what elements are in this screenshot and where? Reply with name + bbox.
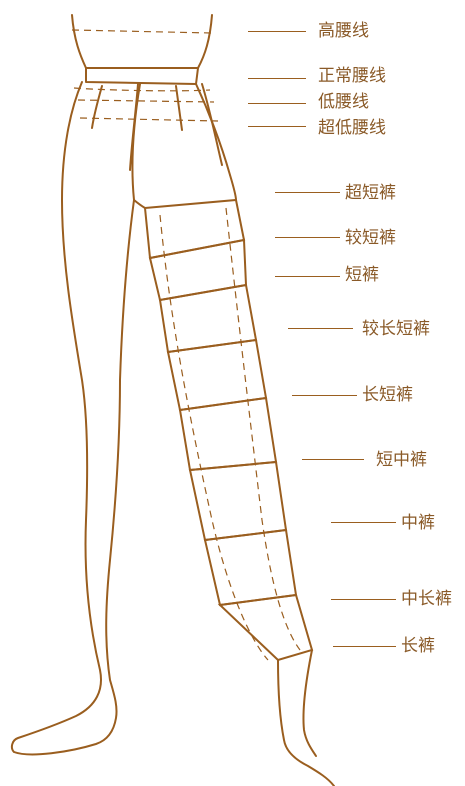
- hem-guide-dash: [225, 207, 301, 651]
- label-low-waist: 低腰线: [318, 92, 369, 112]
- waist-level-dash: [77, 99, 215, 103]
- label-bermuda: 长短裤: [362, 385, 413, 405]
- hem-band: [217, 593, 314, 662]
- leader-line: [302, 459, 364, 460]
- torso-outline: [197, 14, 213, 69]
- leader-line: [331, 599, 396, 600]
- foot-outline: [277, 659, 335, 786]
- leader-line: [248, 103, 306, 104]
- waist-level-dash: [73, 87, 211, 92]
- hem-band: [188, 460, 288, 542]
- leader-line: [248, 31, 306, 32]
- label-natural-waist: 正常腰线: [318, 66, 386, 86]
- label-shorts: 短裤: [345, 265, 379, 285]
- waist-level-dash: [79, 117, 219, 122]
- seam-line: [175, 85, 183, 131]
- leader-line: [248, 78, 306, 79]
- waist-level-dash: [71, 29, 213, 34]
- hem-band: [178, 396, 278, 472]
- label-capri: 中裤: [401, 513, 435, 533]
- hem-band: [229, 174, 237, 201]
- torso-outline: [71, 14, 87, 69]
- seam-line: [129, 83, 139, 171]
- waistband: [85, 67, 199, 85]
- leader-line: [288, 328, 353, 329]
- leader-line: [248, 126, 306, 127]
- label-cropped: 中长裤: [401, 589, 452, 609]
- back-leg-outline: [10, 81, 135, 756]
- seam-line: [91, 85, 103, 129]
- hem-band: [148, 238, 248, 302]
- leader-line: [292, 395, 357, 396]
- seam-line: [201, 83, 223, 166]
- foot-outline: [302, 649, 317, 757]
- leader-line: [275, 237, 340, 238]
- label-full-length: 长裤: [401, 636, 435, 656]
- leader-line: [275, 192, 340, 193]
- label-ultra-low-waist: 超低腰线: [318, 118, 386, 138]
- leader-line: [331, 522, 396, 523]
- hem-band: [203, 528, 298, 607]
- leader-line: [333, 646, 396, 647]
- label-hot-shorts: 超短裤: [345, 183, 396, 203]
- label-long-shorts: 较长短裤: [362, 319, 430, 339]
- leader-line: [275, 276, 340, 277]
- label-high-waist: 高腰线: [318, 21, 369, 41]
- label-pedal-pushers: 短中裤: [376, 450, 427, 470]
- hem-band: [133, 199, 146, 209]
- label-short-shorts: 较短裤: [345, 228, 396, 248]
